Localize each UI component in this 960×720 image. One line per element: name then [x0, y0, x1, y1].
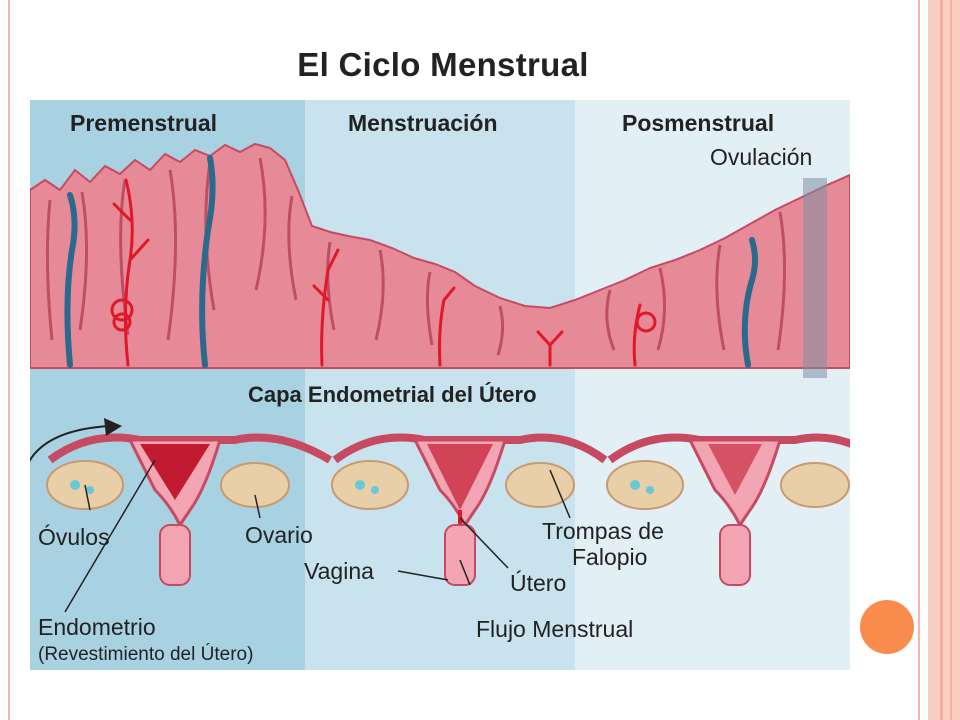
label-vagina: Vagina	[304, 558, 374, 584]
slide-accent-dot	[860, 600, 914, 654]
uterus-illustration-1	[30, 418, 333, 586]
slide-frame-band	[928, 0, 960, 720]
slide-frame-right	[918, 0, 920, 720]
ovulation-label: Ovulación	[710, 144, 813, 170]
label-flujo-menstrual: Flujo Menstrual	[476, 616, 634, 642]
label-leader-lines	[64, 459, 571, 613]
label-ovario: Ovario	[245, 522, 313, 548]
phase-postmenstrual-label: Posmenstrual	[622, 110, 775, 136]
panel-menstruation	[305, 100, 575, 670]
label-trompas-line2: Falopio	[572, 544, 648, 570]
slide-frame-stripe	[940, 0, 943, 720]
label-trompas-line1: Trompas de	[542, 518, 664, 544]
phase-menstruation-label: Menstruación	[348, 110, 498, 136]
phase-premenstrual-label: Premenstrual	[70, 110, 218, 136]
diagram-title: El Ciclo Menstrual	[297, 46, 589, 83]
label-utero: Útero	[510, 570, 567, 596]
uterus-illustration-3	[606, 433, 850, 586]
menstrual-cycle-diagram: Premenstrual Menstruación Posmenstrual O…	[30, 100, 850, 670]
blood-vessels-veins	[64, 155, 758, 368]
section-title: Capa Endometrial del Útero	[248, 382, 537, 407]
slide-frame-stripe	[950, 0, 952, 720]
blood-vessels-arteries	[110, 178, 657, 367]
slide-frame-left	[8, 0, 10, 720]
ovulation-marker	[803, 178, 827, 378]
uterus-illustration-2	[331, 433, 608, 586]
label-revestimiento: (Revestimiento del Útero)	[38, 644, 254, 665]
label-endometrio: Endometrio	[38, 614, 156, 640]
label-ovulos: Óvulos	[38, 524, 110, 550]
diagram-artwork	[30, 100, 850, 670]
